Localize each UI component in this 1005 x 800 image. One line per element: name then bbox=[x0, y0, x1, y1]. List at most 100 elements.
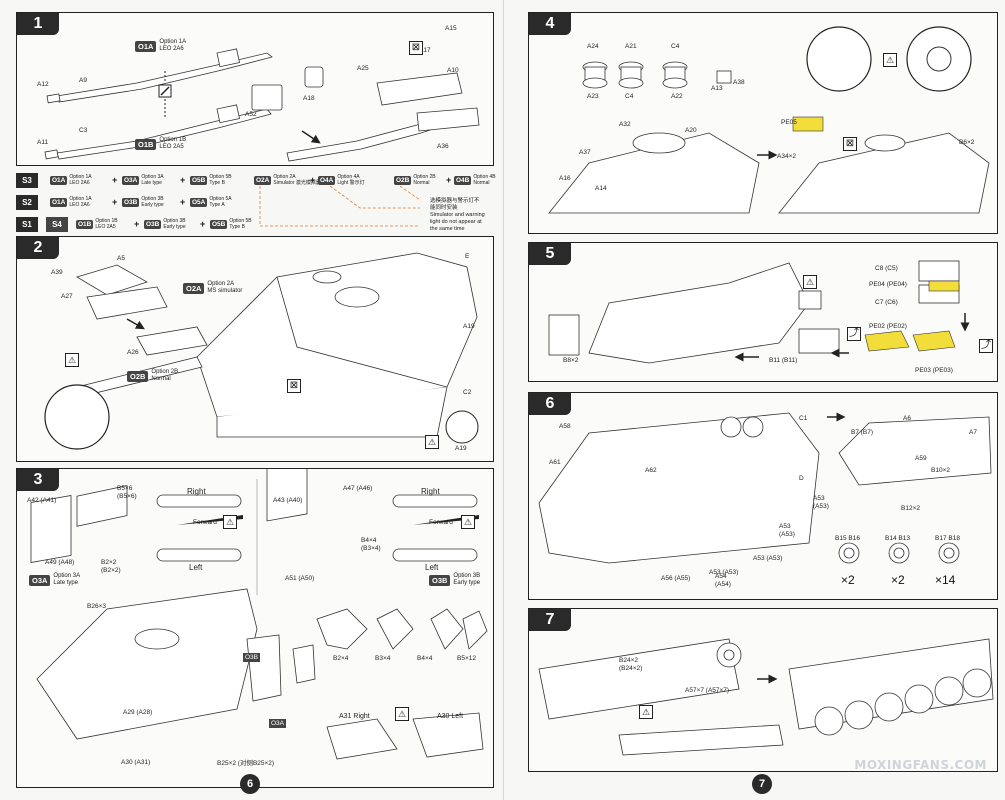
glue-warning-icon: ⚠ bbox=[223, 515, 237, 529]
part-label: (A53) bbox=[779, 531, 795, 538]
part-label: B5×6 bbox=[117, 485, 133, 492]
part-label: (B5×6) bbox=[117, 493, 137, 500]
part-label: A43 (A40) bbox=[273, 497, 303, 504]
quantity-label: ×2 bbox=[841, 573, 855, 587]
step-5-panel: 5 C8 (C5) PE04 (PE04) C7 (C6) PE02 (PE02… bbox=[528, 242, 998, 382]
part-label: A17 bbox=[419, 47, 431, 54]
part-label: C1 bbox=[799, 415, 808, 422]
part-label: B10×2 bbox=[931, 467, 950, 474]
option-2a-badge[interactable]: O2A Option 2A MS simulator bbox=[183, 281, 242, 295]
part-label: B26×3 bbox=[87, 603, 106, 610]
remove-icon: ⊠ bbox=[287, 379, 301, 393]
part-label: C2 bbox=[463, 389, 472, 396]
step-number: 1 bbox=[17, 13, 59, 35]
part-label: A16 bbox=[559, 175, 571, 182]
part-label: O3B bbox=[243, 653, 261, 662]
option-3b-badge[interactable]: O3B Option 3B Early type bbox=[429, 573, 480, 587]
part-label: A19 bbox=[463, 323, 475, 330]
part-label: A6 bbox=[903, 415, 911, 422]
part-label: C3 bbox=[79, 127, 88, 134]
part-label: A11 bbox=[37, 139, 49, 146]
option-1b-badge[interactable]: O1B Option 1B LEO 2A5 bbox=[135, 137, 186, 151]
part-label: B7 (B7) bbox=[851, 429, 874, 436]
part-label: A61 bbox=[549, 459, 561, 466]
part-label: A20 bbox=[685, 127, 697, 134]
part-label: A31 Right bbox=[339, 713, 370, 720]
part-label: A15 bbox=[445, 25, 457, 32]
glue-warning-icon: ⚠ bbox=[395, 707, 409, 721]
part-label: (B24×2) bbox=[619, 665, 643, 672]
part-label: A37 bbox=[579, 149, 591, 156]
direction-label: Left bbox=[189, 563, 203, 572]
part-label: A36 bbox=[437, 143, 449, 150]
part-label: A9 bbox=[79, 77, 87, 84]
option-1a-badge[interactable]: O1A Option 1A LEO 2A6 bbox=[135, 39, 186, 53]
part-label: PE03 (PE03) bbox=[915, 367, 953, 374]
part-label: A53 bbox=[779, 523, 791, 530]
part-label: A19 bbox=[455, 445, 467, 452]
part-label: C4 bbox=[625, 93, 634, 100]
part-label: A34×2 bbox=[777, 153, 796, 160]
glue-warning-icon: ⚠ bbox=[883, 53, 897, 67]
part-label: A14 bbox=[595, 185, 607, 192]
glue-warning-icon: ⚠ bbox=[425, 435, 439, 449]
quantity-label: ×14 bbox=[935, 573, 956, 587]
bend-icon: ⤴ bbox=[979, 339, 993, 353]
part-label: A54 bbox=[715, 573, 727, 580]
step-number: 3 bbox=[17, 469, 59, 491]
part-label: A7 bbox=[969, 429, 977, 436]
glue-warning-icon: ⚠ bbox=[639, 705, 653, 719]
part-label: A56 (A55) bbox=[661, 575, 691, 582]
part-label: A30 Left bbox=[437, 713, 464, 720]
part-label: B2×4 bbox=[333, 655, 349, 662]
part-label: A39 bbox=[51, 269, 63, 276]
step-6-drawing bbox=[538, 412, 992, 564]
part-label: A18 bbox=[303, 95, 315, 102]
step-number: 7 bbox=[529, 609, 571, 631]
part-label: C7 (C6) bbox=[875, 299, 898, 306]
step-number: 4 bbox=[529, 13, 571, 35]
step-number: 6 bbox=[529, 393, 571, 415]
part-label: (A53) bbox=[813, 503, 829, 510]
direction-label: Forward bbox=[429, 519, 453, 526]
option-2b-badge[interactable]: O2B Option 2B Normal bbox=[127, 369, 178, 383]
part-label: O3A bbox=[269, 719, 287, 728]
direction-label: Right bbox=[187, 487, 206, 496]
part-label: A5 bbox=[117, 255, 125, 262]
part-label: A32 bbox=[619, 121, 631, 128]
part-label: C8 (C5) bbox=[875, 265, 898, 272]
step-1-drawing bbox=[44, 48, 480, 162]
page-number: 6 bbox=[240, 774, 260, 794]
part-label: B24×2 bbox=[619, 657, 638, 664]
wheel-label: B14 B13 bbox=[885, 535, 910, 542]
step-5-drawing bbox=[548, 260, 970, 364]
option-3a-badge[interactable]: O3A Option 3A Late type bbox=[29, 573, 80, 587]
part-label: B6×2 bbox=[959, 139, 975, 146]
part-label: A27 bbox=[61, 293, 73, 300]
step-2-panel: 2 O2A Option 2A MS simulator O2B Op bbox=[16, 236, 494, 462]
step-4-panel: 4 A24 A21 C4 A23 C4 A22 A13 A38 A bbox=[528, 12, 998, 234]
part-label: B3×4 bbox=[375, 655, 391, 662]
step-7-drawing bbox=[538, 638, 994, 756]
sequence-note: 选模拟器与警示灯不 能同时安装 Simulator and warning li… bbox=[430, 198, 485, 232]
part-label: C4 bbox=[671, 43, 680, 50]
page-number: 7 bbox=[752, 774, 772, 794]
direction-label: Left bbox=[425, 563, 439, 572]
step-3-panel: 3 bbox=[16, 468, 494, 788]
part-label: A13 bbox=[711, 85, 723, 92]
remove-icon: ⊠ bbox=[409, 41, 423, 55]
part-label: (B3×4) bbox=[361, 545, 381, 552]
step-number: 2 bbox=[17, 237, 59, 259]
part-label: A58 bbox=[559, 423, 571, 430]
part-label: B25×2 (对侧B25×2) bbox=[217, 760, 275, 767]
direction-label: Forward bbox=[193, 519, 217, 526]
step-4-drawing bbox=[548, 26, 990, 214]
step-7-panel: 7 B24×2 (B24×2) A57×7 (A57×7) ⚠ bbox=[528, 608, 998, 772]
part-label: A57×7 (A57×7) bbox=[685, 687, 730, 694]
remove-icon: ⊠ bbox=[843, 137, 857, 151]
wheel-label: B15 B16 bbox=[835, 535, 860, 542]
part-label: PE05 bbox=[781, 119, 797, 126]
